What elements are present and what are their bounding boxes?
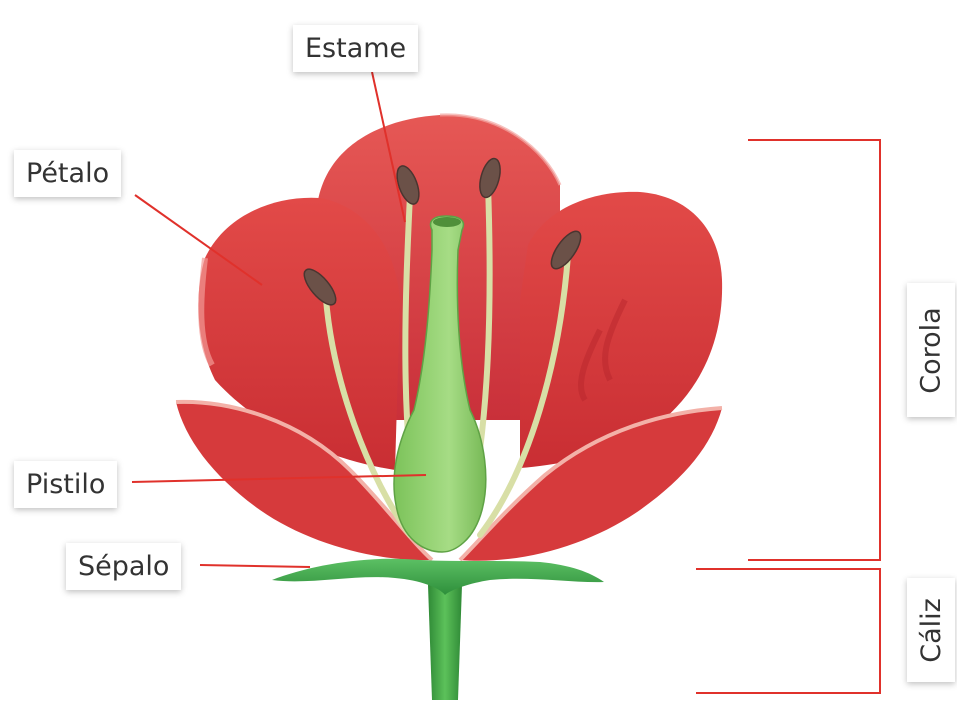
label-estame: Estame: [293, 25, 418, 72]
label-caliz: Cáliz: [907, 578, 955, 682]
leader-line-sepalo: [200, 565, 310, 567]
label-petalo-text: Pétalo: [26, 158, 109, 189]
stem: [428, 585, 462, 700]
label-corola: Corola: [907, 283, 955, 417]
bracket-caliz: [696, 569, 880, 693]
label-estame-text: Estame: [305, 33, 406, 64]
label-sepalo-text: Sépalo: [78, 551, 169, 582]
label-corola-text: Corola: [916, 307, 947, 393]
label-pistilo-text: Pistilo: [26, 469, 105, 500]
label-caliz-text: Cáliz: [916, 598, 947, 663]
label-petalo: Pétalo: [14, 150, 121, 197]
bracket-corola: [748, 140, 880, 560]
label-sepalo: Sépalo: [66, 543, 181, 590]
label-pistilo: Pistilo: [14, 461, 117, 508]
